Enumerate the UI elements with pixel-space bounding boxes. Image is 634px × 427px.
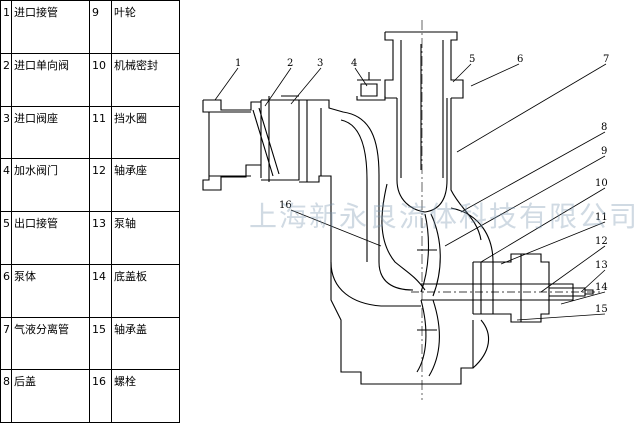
part-number: 13 [89, 211, 112, 265]
callout-5: 5 [469, 54, 475, 65]
callout-3: 3 [317, 58, 323, 69]
part-number: 12 [89, 158, 112, 212]
inlet-elbow [299, 99, 421, 307]
check-valve [252, 95, 300, 181]
part-number: 5 [0, 211, 12, 265]
impeller [416, 213, 441, 377]
part-name: 加水阀门 [11, 158, 90, 212]
callout-11: 11 [595, 212, 608, 223]
part-number: 15 [89, 316, 112, 371]
part-number: 16 [89, 369, 112, 423]
callout-16: 16 [279, 200, 292, 211]
part-number: 3 [0, 105, 12, 160]
callout-1: 1 [235, 58, 241, 69]
part-number: 1 [0, 0, 12, 54]
part-number: 14 [89, 263, 112, 318]
part-name: 进口单向阀 [11, 52, 90, 107]
callout-8: 8 [601, 122, 607, 133]
separator-body [330, 98, 482, 385]
part-name: 出口接管 [11, 211, 90, 265]
part-number: 10 [89, 52, 112, 107]
pump-cross-section-diagram: 1 2 3 4 5 6 7 8 9 10 11 12 13 14 15 16 上… [181, 0, 634, 423]
callout-7: 7 [603, 54, 609, 65]
part-name: 机械密封 [111, 52, 180, 107]
part-name: 进口阀座 [11, 105, 90, 160]
part-name: 螺栓 [111, 369, 180, 423]
part-name: 叶轮 [111, 0, 180, 54]
part-name: 气液分离管 [11, 316, 90, 371]
part-number: 8 [0, 369, 12, 423]
pump-shaft [411, 283, 601, 301]
part-name: 轴承座 [111, 158, 180, 212]
part-number: 7 [0, 316, 12, 371]
part-name: 轴承盖 [111, 316, 180, 371]
part-number: 4 [0, 158, 12, 212]
part-number: 9 [89, 0, 112, 54]
callout-4: 4 [351, 58, 357, 69]
callout-13: 13 [595, 260, 608, 271]
part-name: 后盖 [11, 369, 90, 423]
part-name: 泵轴 [111, 211, 180, 265]
callout-12: 12 [595, 236, 608, 247]
part-number: 2 [0, 52, 12, 107]
callout-14: 14 [595, 282, 608, 293]
watermark-text: 上海新永良流体科技有限公司 [249, 200, 634, 233]
part-name: 泵体 [11, 263, 90, 318]
part-name: 底盖板 [111, 263, 180, 318]
part-number: 11 [89, 105, 112, 160]
callout-15: 15 [595, 304, 608, 315]
leader-lines [214, 63, 607, 321]
callout-2: 2 [287, 58, 293, 69]
outlet-pipe [384, 31, 464, 213]
fill-valve [356, 72, 386, 101]
callout-10: 10 [595, 178, 608, 189]
callout-6: 6 [517, 54, 523, 65]
callout-9: 9 [601, 146, 607, 157]
part-name: 进口接管 [11, 0, 90, 54]
part-name: 挡水圈 [111, 105, 180, 160]
part-number: 6 [0, 263, 12, 318]
